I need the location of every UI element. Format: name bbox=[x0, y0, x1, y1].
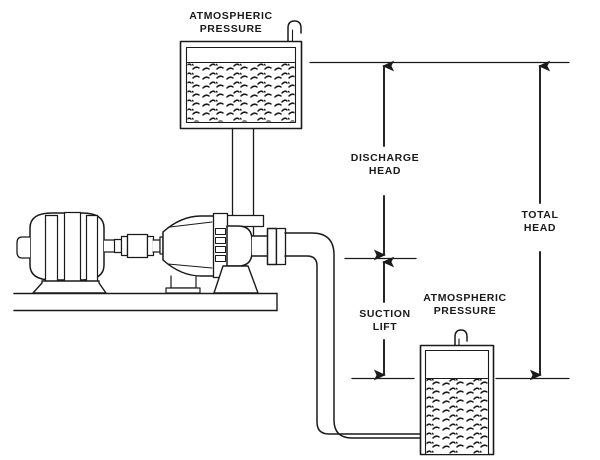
shaft-coupling bbox=[113, 233, 161, 259]
label-discharge-head: DISCHARGE HEAD bbox=[350, 152, 420, 177]
lower-tank bbox=[419, 344, 495, 456]
label-total-head: TOTAL HEAD bbox=[521, 209, 559, 234]
upper-tank-vent-pipe bbox=[287, 20, 302, 42]
label-suction-lift: SUCTION LIFT bbox=[359, 308, 411, 333]
suction-pipe bbox=[284, 232, 453, 439]
upper-tank bbox=[179, 40, 303, 130]
dimension-arrows bbox=[373, 60, 551, 381]
lower-tank-vent-pipe bbox=[454, 329, 468, 346]
label-atmospheric-pressure-top: ATMOSPHERIC PRESSURE bbox=[189, 10, 273, 35]
centrifugal-pump bbox=[159, 212, 287, 294]
foundation-baseplate bbox=[13, 292, 278, 312]
label-atmospheric-pressure-bottom: ATMOSPHERIC PRESSURE bbox=[423, 292, 507, 317]
electric-motor bbox=[16, 211, 116, 294]
